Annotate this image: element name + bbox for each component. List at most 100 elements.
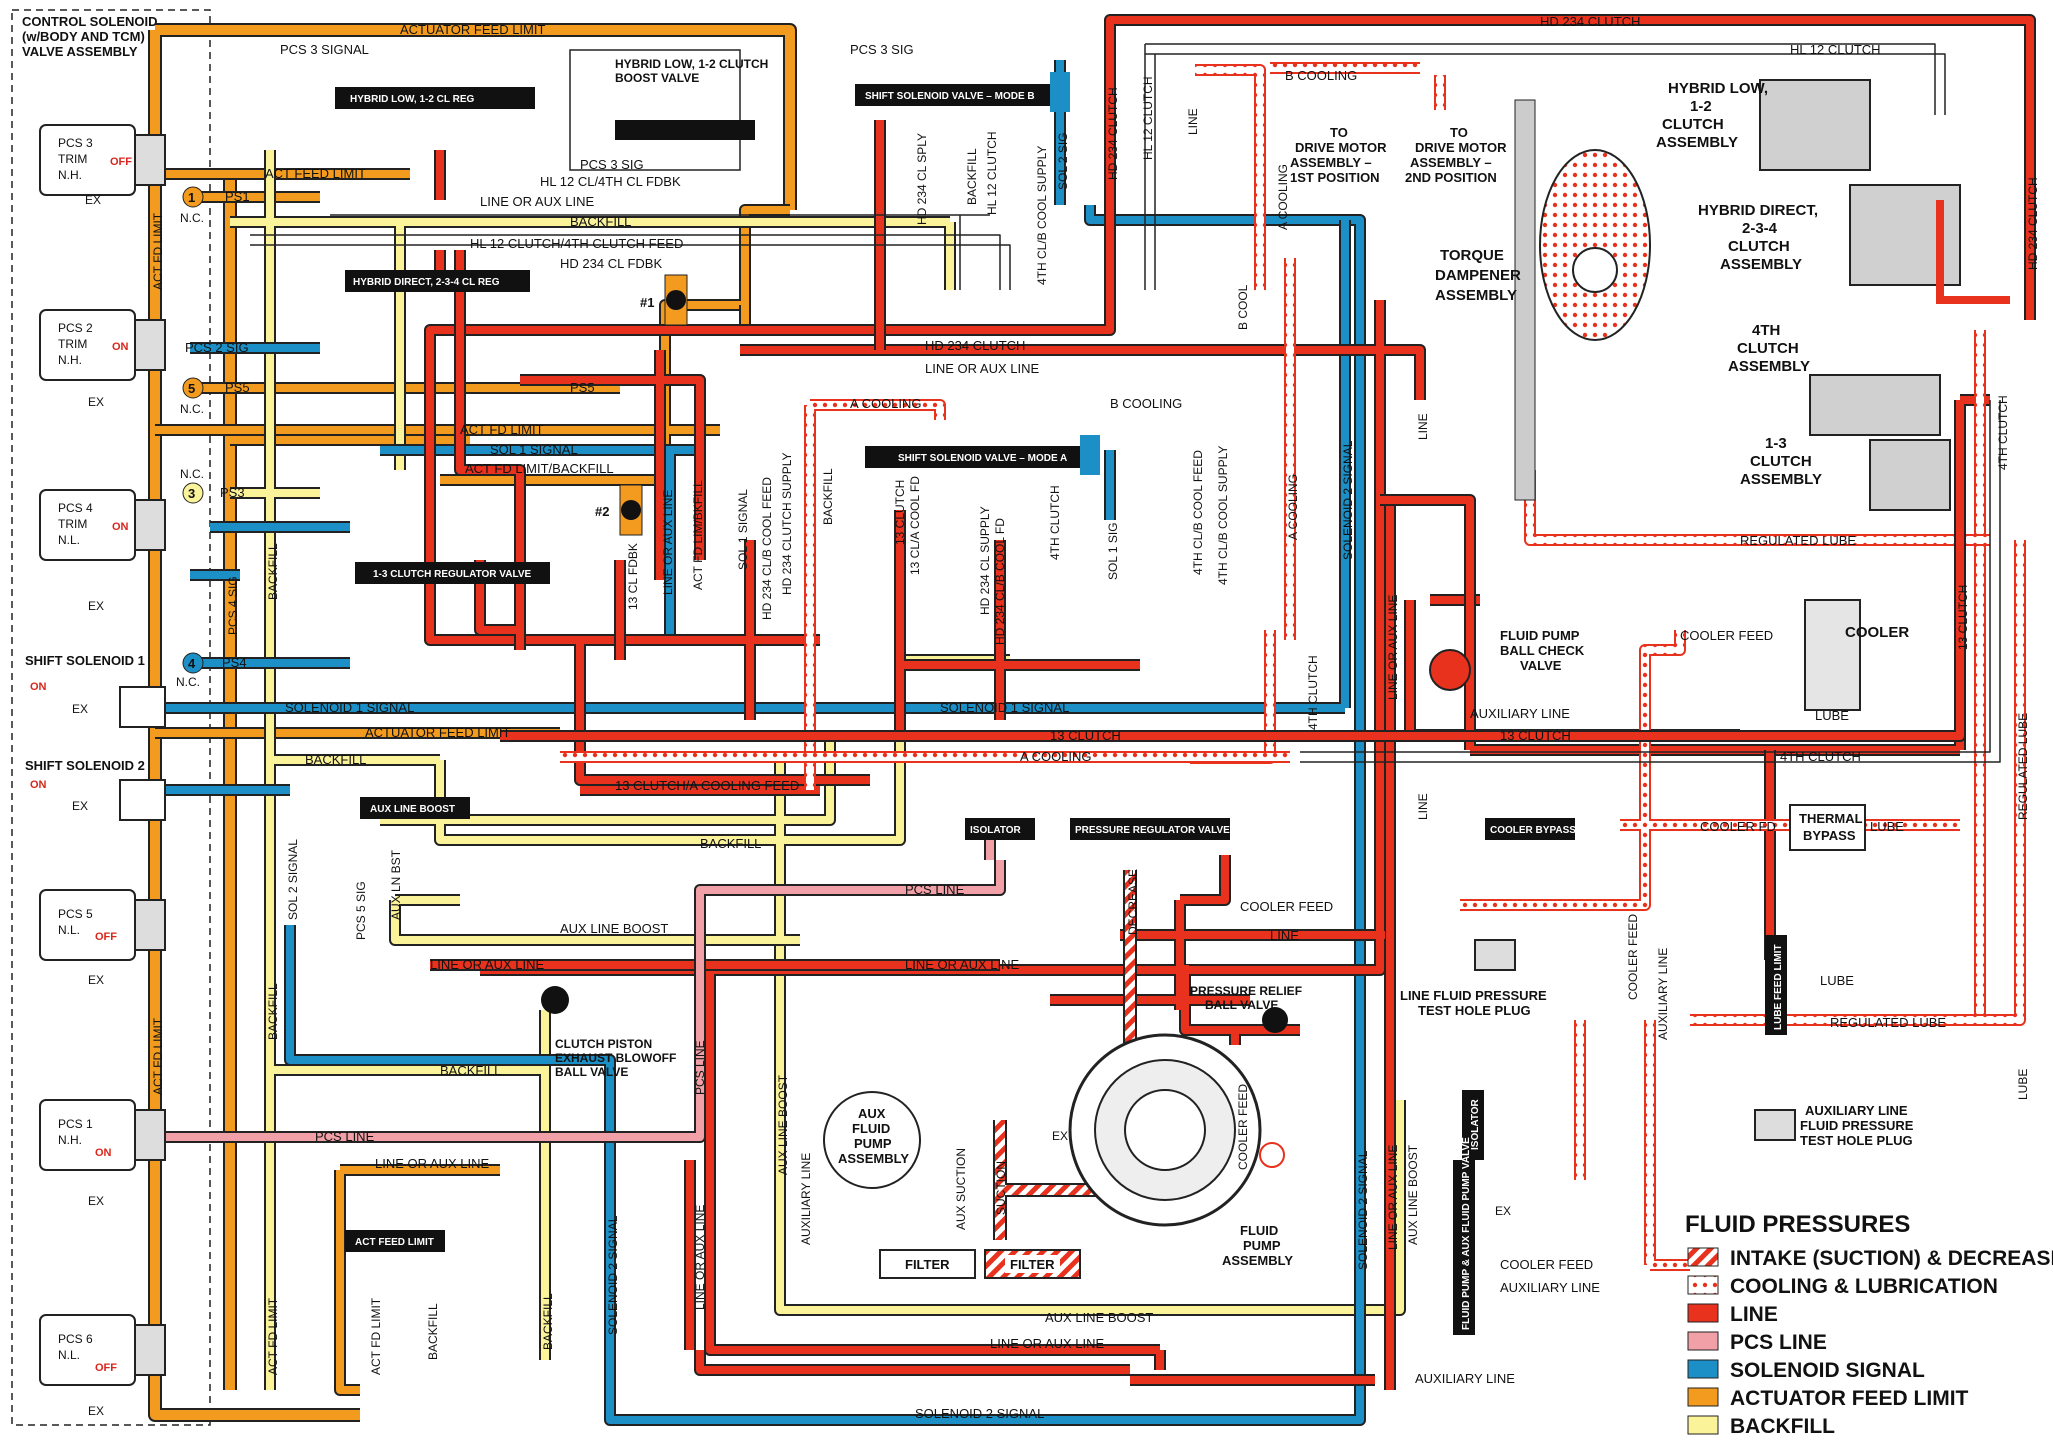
vlbl-hd234-clutch-2: HD 234 CLUTCH [2026,177,2040,270]
lbl-hd234-cl-fdbk: HD 234 CL FDBK [560,256,662,271]
vlbl-pcs4-sig: PCS 4 SIG [226,576,240,635]
dm1-4: 1ST POSITION [1290,170,1380,185]
vlbl-act-fd-limit-1: ACT FD LIMIT [151,212,165,290]
lbl-auxiliary-line-2: AUXILIARY LINE [1415,1371,1515,1386]
valve-hybrid-low-12-cl-reg[interactable]: HYBRID LOW, 1-2 CL REG [335,87,535,109]
shift1-state: ON [30,681,47,693]
solenoid-pcs6[interactable]: PCS 6 N.L. OFF [39,1314,166,1386]
aux-fluid-pump-assembly: AUX FLUID PUMP ASSEMBLY [823,1091,921,1189]
hd234-label-4: ASSEMBLY [1720,256,1802,273]
pcs2-name: PCS 2 [58,321,93,335]
solenoid-pcs2[interactable]: PCS 2 TRIM N.H. ON [39,309,166,381]
vlbl-4th-clutch-3: 4TH CLUTCH [1996,395,2010,470]
valve-act-feed-limit[interactable]: ACT FEED LIMIT [345,1230,445,1252]
pcs4-name: PCS 4 [58,501,93,515]
pcs3-trim: TRIM [58,152,87,166]
lbl-nc-2: N.C. [180,402,204,416]
valve-fluid-pump-aux[interactable]: FLUID PUMP & AUX FLUID PUMP VALVE [1453,1137,1475,1335]
valve-13-clutch-reg[interactable]: 1-3 CLUTCH REGULATOR VALVE [355,562,550,584]
lbl-ex-6: EX [88,973,104,987]
lbl-cooler-feed-2: COOLER FEED [1680,628,1773,643]
lbl-ex-8: EX [88,1404,104,1418]
13-label-1: 1-3 [1765,435,1787,452]
valve-aux-line-boost[interactable]: AUX LINE BOOST [360,797,470,819]
vlbl-hd234-cl-b-cool-feed: HD 234 CL/B COOL FEED [760,477,774,620]
solenoid-pcs5[interactable]: PCS 5 N.L. OFF [39,889,166,961]
lbl-nc-3: N.C. [180,467,204,481]
pcs4-nl: N.L. [58,533,80,547]
aux-line-boost-yellow-fill [391,896,800,944]
vlbl-backfill-2: BACKFILL [266,983,280,1040]
legend-label: BACKFILL [1730,1415,1835,1438]
cp-2: EXHAUST BLOWOFF [555,1051,676,1065]
solenoid-shift1[interactable]: SHIFT SOLENOID 1 ON [25,653,166,728]
dm2-4: 2ND POSITION [1405,170,1497,185]
fp-3: ASSEMBLY [1222,1253,1293,1268]
vlbl-a-cooling-2: A COOLING [1276,164,1290,230]
lbl-actuator-feed-limit-2: ACTUATOR FEED LIMIT [365,725,510,740]
act-fd-limit-main-fill [150,25,795,1420]
vlbl-sol1-signal: SOL 1 SIGNAL [736,489,750,570]
small-labels: N.C. N.C. N.C. N.C. EX EX EX EX EX EX EX… [72,193,1511,1418]
fluid-pump-assembly: FLUID PUMP ASSEMBLY [1068,1033,1293,1268]
solenoid-shift2[interactable]: SHIFT SOLENOID 2 ON [25,758,166,821]
pcs2-state: ON [112,341,129,353]
solenoid-pcs1[interactable]: PCS 1 N.H. ON [39,1099,166,1171]
vlbl-line-aux-3: LINE OR AUX LINE [1386,595,1400,700]
hl12-line [1144,43,1946,290]
valve-isolator-vertical[interactable]: ISOLATOR [1462,1090,1484,1160]
lbl-ps4: PS4 [222,655,247,670]
vlbl-13-clutch: 13 CLUTCH [893,480,907,545]
valve-label: HYBRID LOW, 1-2 CL REG [350,94,474,105]
lbl-a-cooling-2: A COOLING [1020,749,1092,764]
valve-label: SHIFT SOLENOID VALVE – MODE A [898,453,1067,464]
hd234-label-2: 2-3-4 [1742,220,1778,237]
pcs1-nh: N.H. [58,1133,82,1147]
vlbl-sol2-signal: SOL 2 SIGNAL [286,839,300,920]
vlbl-backfill-1: BACKFILL [266,543,280,600]
vlbl-auxiliary-line-1: AUXILIARY LINE [799,1153,813,1245]
valve-isolator[interactable]: ISOLATOR [965,818,1035,840]
vlbl-4th-b-cool-supply: 4TH CL/B COOL SUPPLY [1035,146,1049,285]
hl12-label-3: CLUTCH [1662,116,1724,133]
vlbl-line-aux-1: LINE OR AUX LINE [693,1205,707,1310]
vlbl-pcs-line: PCS LINE [693,1040,707,1095]
aux-test-plug: AUXILIARY LINE FLUID PRESSURE TEST HOLE … [1754,1103,1914,1148]
hd234-label-1: HYBRID DIRECT, [1698,202,1818,219]
lbl-nc-4: N.C. [176,675,200,689]
vlbl-backfill-3: BACKFILL [426,1303,440,1360]
lbl-pcs-line-2: PCS LINE [315,1129,375,1144]
vlbl-act-fd-limit-4: ACT FD LIMIT [369,1297,383,1375]
hl12-label-1: HYBRID LOW, [1668,80,1768,97]
boost-label-2: BOOST VALVE [615,71,699,85]
filter-main: FILTER [984,1249,1081,1279]
svg-text:1: 1 [188,190,195,205]
valve-cooler-bypass[interactable]: COOLER BYPASS [1485,818,1576,840]
fp-2: PUMP [1243,1238,1281,1253]
valve-label: PRESSURE REGULATOR VALVE [1075,825,1230,836]
check-ball-1: #1 [640,295,654,310]
legend-item-solenoid-signal: SOLENOID SIGNAL [1687,1359,1925,1382]
dm2-2: DRIVE MOTOR [1415,140,1507,155]
dm1-1: TO [1330,125,1348,140]
valve-shift-mode-b[interactable]: SHIFT SOLENOID VALVE – MODE B [855,72,1070,112]
solenoid-pcs3[interactable]: PCS 3 TRIM N.H. OFF [39,124,166,196]
valve-shift-mode-a[interactable]: SHIFT SOLENOID VALVE – MODE A [865,435,1100,475]
pcs4-state: ON [112,521,129,533]
valve-lube-feed-limit[interactable]: LUBE FEED LIMIT [1765,935,1787,1035]
lbl-nc-1: N.C. [180,211,204,225]
lbl-backfill-2: BACKFILL [305,752,366,767]
valve-hybrid-direct-234-cl-reg[interactable]: HYBRID DIRECT, 2-3-4 CL REG [345,270,530,292]
solenoid-pcs4[interactable]: PCS 4 TRIM N.L. ON [39,489,166,561]
lbl-cooler-fd: COOLER FD [1700,819,1776,834]
valve-label: AUX LINE BOOST [370,804,455,815]
4th-label-2: CLUTCH [1737,340,1799,357]
lbl-ps3: PS3 [220,485,245,500]
vlbl-act-fd-lim-bkfill: ACT FD LIM/BKFILL [691,480,705,590]
valve-hybrid-low-12-boost[interactable]: HYBRID LOW, 1-2 CLUTCH BOOST VALVE [569,49,768,171]
boost-label-1: HYBRID LOW, 1-2 CLUTCH [615,57,768,71]
valve-pressure-regulator[interactable]: PRESSURE REGULATOR VALVE [1070,818,1230,840]
line-aux-red-fill [430,750,1774,1350]
torque-label-3: ASSEMBLY [1435,287,1517,304]
